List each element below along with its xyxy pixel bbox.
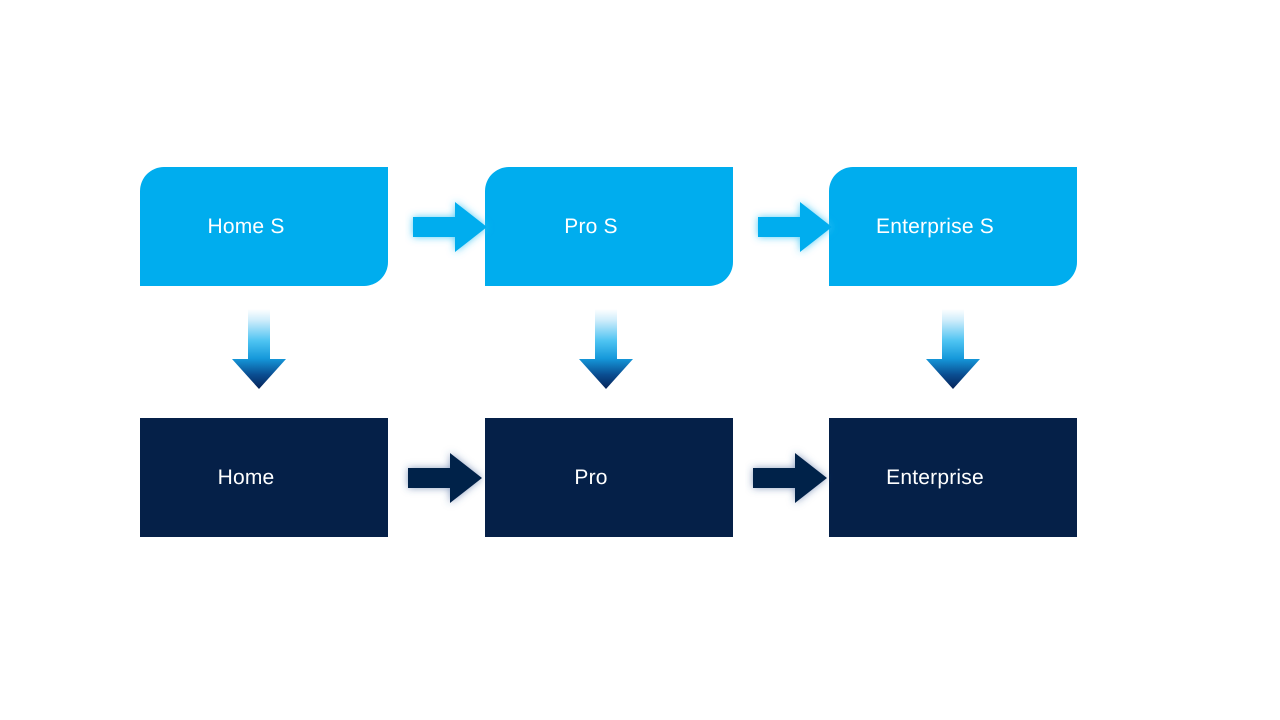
arrow-down-icon bbox=[920, 303, 986, 395]
arrow-down-icon bbox=[226, 303, 292, 395]
node-label: Pro bbox=[574, 465, 608, 489]
node-pro-s[interactable]: Pro S bbox=[485, 167, 733, 286]
node-pro[interactable]: Pro bbox=[485, 418, 733, 537]
arrow-right-icon bbox=[745, 443, 835, 513]
node-enterprise[interactable]: Enterprise bbox=[829, 418, 1077, 537]
node-label: Home S bbox=[207, 214, 285, 238]
node-label: Home bbox=[217, 465, 275, 489]
arrow-right-icon bbox=[400, 443, 490, 513]
arrow-down-icon bbox=[573, 303, 639, 395]
node-home[interactable]: Home bbox=[140, 418, 388, 537]
arrow-right-icon bbox=[750, 192, 840, 262]
node-label: Enterprise S bbox=[876, 214, 994, 238]
node-label: Enterprise bbox=[886, 465, 984, 489]
node-label: Pro S bbox=[564, 214, 618, 238]
node-home-s[interactable]: Home S bbox=[140, 167, 388, 286]
arrow-right-icon bbox=[405, 192, 495, 262]
node-enterprise-s[interactable]: Enterprise S bbox=[829, 167, 1077, 286]
